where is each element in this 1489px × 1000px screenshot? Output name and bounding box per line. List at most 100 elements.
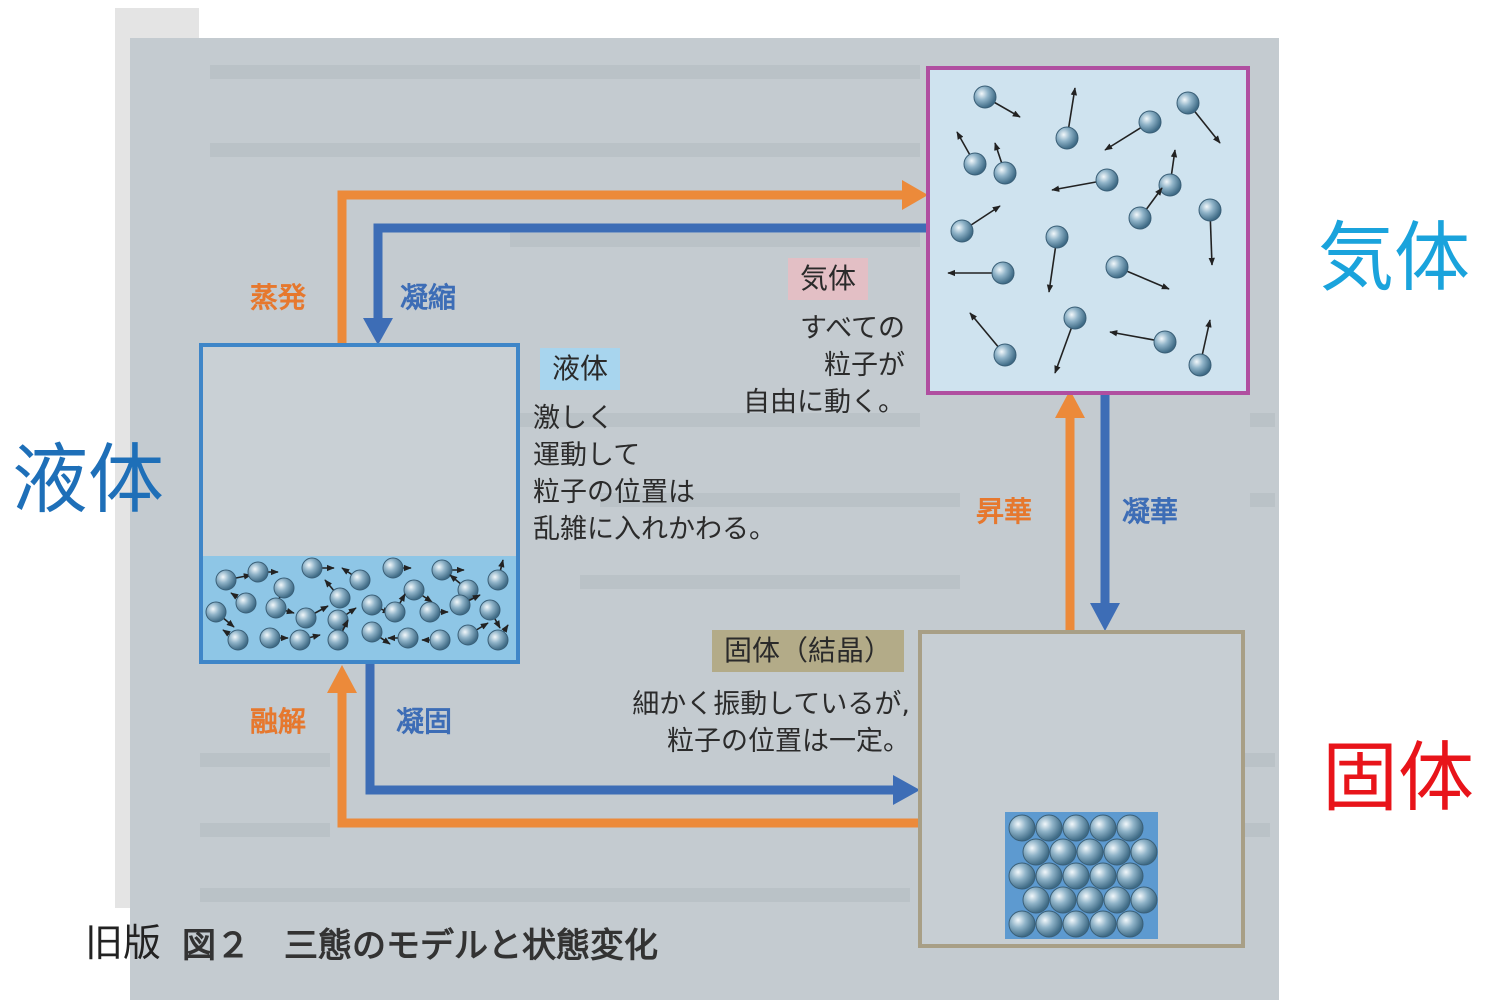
outer-label-liquid: 液体	[12, 435, 164, 524]
deposition-label: 凝華	[1122, 495, 1179, 528]
gas-particle	[1063, 306, 1087, 330]
liquid-particle	[329, 587, 351, 609]
liquid-particle	[384, 601, 406, 623]
figure-caption: 図２ 三態のモデルと状態変化	[182, 926, 658, 966]
liquid-particle	[361, 621, 383, 643]
liquid-particle	[382, 557, 404, 579]
gas-description-line-3: 自由に動く。	[743, 387, 905, 418]
solid-particle	[1130, 886, 1158, 914]
liquid-particle	[457, 624, 479, 646]
solid-particle	[1008, 814, 1036, 842]
liquid-particles	[205, 557, 509, 651]
solid-particle	[1089, 910, 1117, 938]
gas-particle	[1138, 110, 1162, 134]
deposition-arrow	[1090, 393, 1120, 631]
liquid-particle	[449, 594, 471, 616]
solid-particles	[1008, 814, 1158, 938]
outer-label-solid: 固体	[1322, 733, 1474, 822]
liquid-particle	[265, 597, 287, 619]
evaporation-arrow	[337, 180, 928, 345]
solid-particle	[1103, 886, 1131, 914]
sublimation-arrow	[1055, 390, 1085, 632]
gas-description: すべての 粒子が 自由に動く。	[740, 310, 905, 421]
gas-container	[926, 66, 1250, 395]
melting-arrow	[327, 665, 920, 828]
gas-particle	[1045, 225, 1069, 249]
gas-particle	[1128, 206, 1152, 230]
gas-particle	[973, 85, 997, 109]
gas-particle	[963, 152, 987, 176]
liquid-description: 激しく 運動して 粒子の位置は 乱雑に入れかわる。	[533, 400, 823, 548]
solid-particle	[1035, 910, 1063, 938]
solid-container	[918, 630, 1245, 948]
freezing-arrow	[365, 663, 920, 805]
liquid-particle	[419, 601, 441, 623]
liquid-particle	[327, 629, 349, 651]
liquid-particle	[301, 557, 323, 579]
liquid-description-line-2: 運動して	[533, 440, 641, 471]
liquid-particle	[273, 577, 295, 599]
gas-particle	[1176, 91, 1200, 115]
solid-particle	[1049, 886, 1077, 914]
gas-description-line-2: 粒子が	[824, 350, 905, 381]
liquid-state-tag: 液体	[540, 348, 621, 390]
liquid-description-line-1: 激しく	[533, 403, 614, 434]
solid-particle	[1130, 838, 1158, 866]
solid-particle	[1089, 862, 1117, 890]
gas-description-line-1: すべての	[799, 313, 905, 344]
gas-particle	[993, 343, 1017, 367]
liquid-particle	[215, 569, 237, 591]
freezing-label: 凝固	[396, 705, 453, 738]
evaporation-label: 蒸発	[250, 281, 307, 314]
liquid-particle	[235, 592, 257, 614]
gas-particle	[1153, 330, 1177, 354]
solid-particle	[1008, 862, 1036, 890]
solid-particle	[1076, 886, 1104, 914]
solid-particle	[1089, 814, 1117, 842]
solid-particle	[1022, 838, 1050, 866]
condensation-label: 凝縮	[400, 281, 457, 314]
gas-particle	[991, 261, 1015, 285]
solid-description-line-2: 粒子の位置は一定。	[667, 726, 910, 757]
solid-particle	[1035, 862, 1063, 890]
gas-particle	[993, 161, 1017, 185]
gas-particle	[950, 219, 974, 243]
liquid-particle	[403, 579, 425, 601]
solid-state-tag: 固体（結晶）	[712, 630, 905, 672]
solid-particle	[1049, 838, 1077, 866]
solid-particle	[1022, 886, 1050, 914]
solid-particle	[1116, 910, 1144, 938]
caption-prefix: 旧版	[85, 921, 162, 965]
gas-particle	[1198, 198, 1222, 222]
solid-particle	[1035, 814, 1063, 842]
liquid-particle	[349, 569, 371, 591]
liquid-particle	[361, 594, 383, 616]
liquid-particle	[479, 599, 501, 621]
gas-particle	[1105, 255, 1129, 279]
gas-particle	[1095, 168, 1119, 192]
liquid-container	[199, 343, 520, 664]
sublimation-label: 昇華	[976, 495, 1033, 528]
solid-particle	[1116, 814, 1144, 842]
condensation-arrow	[363, 223, 928, 345]
gas-particles	[947, 85, 1222, 377]
liquid-description-line-3: 粒子の位置は	[533, 477, 695, 508]
melting-label: 融解	[250, 705, 307, 738]
liquid-particle	[259, 627, 281, 649]
liquid-description-line-4: 乱雑に入れかわる。	[533, 514, 776, 545]
solid-particle	[1062, 862, 1090, 890]
liquid-particle	[397, 627, 419, 649]
liquid-particle	[429, 629, 451, 651]
outer-label-gas: 気体	[1318, 213, 1470, 302]
solid-description-line-1: 細かく振動しているが,	[632, 689, 910, 720]
liquid-particle	[295, 607, 317, 629]
solid-particle	[1008, 910, 1036, 938]
gas-particle	[1188, 353, 1212, 377]
liquid-particle	[487, 629, 509, 651]
liquid-particle	[289, 629, 311, 651]
solid-particle	[1103, 838, 1131, 866]
solid-particle	[1062, 910, 1090, 938]
solid-particle	[1062, 814, 1090, 842]
solid-particle	[1116, 862, 1144, 890]
